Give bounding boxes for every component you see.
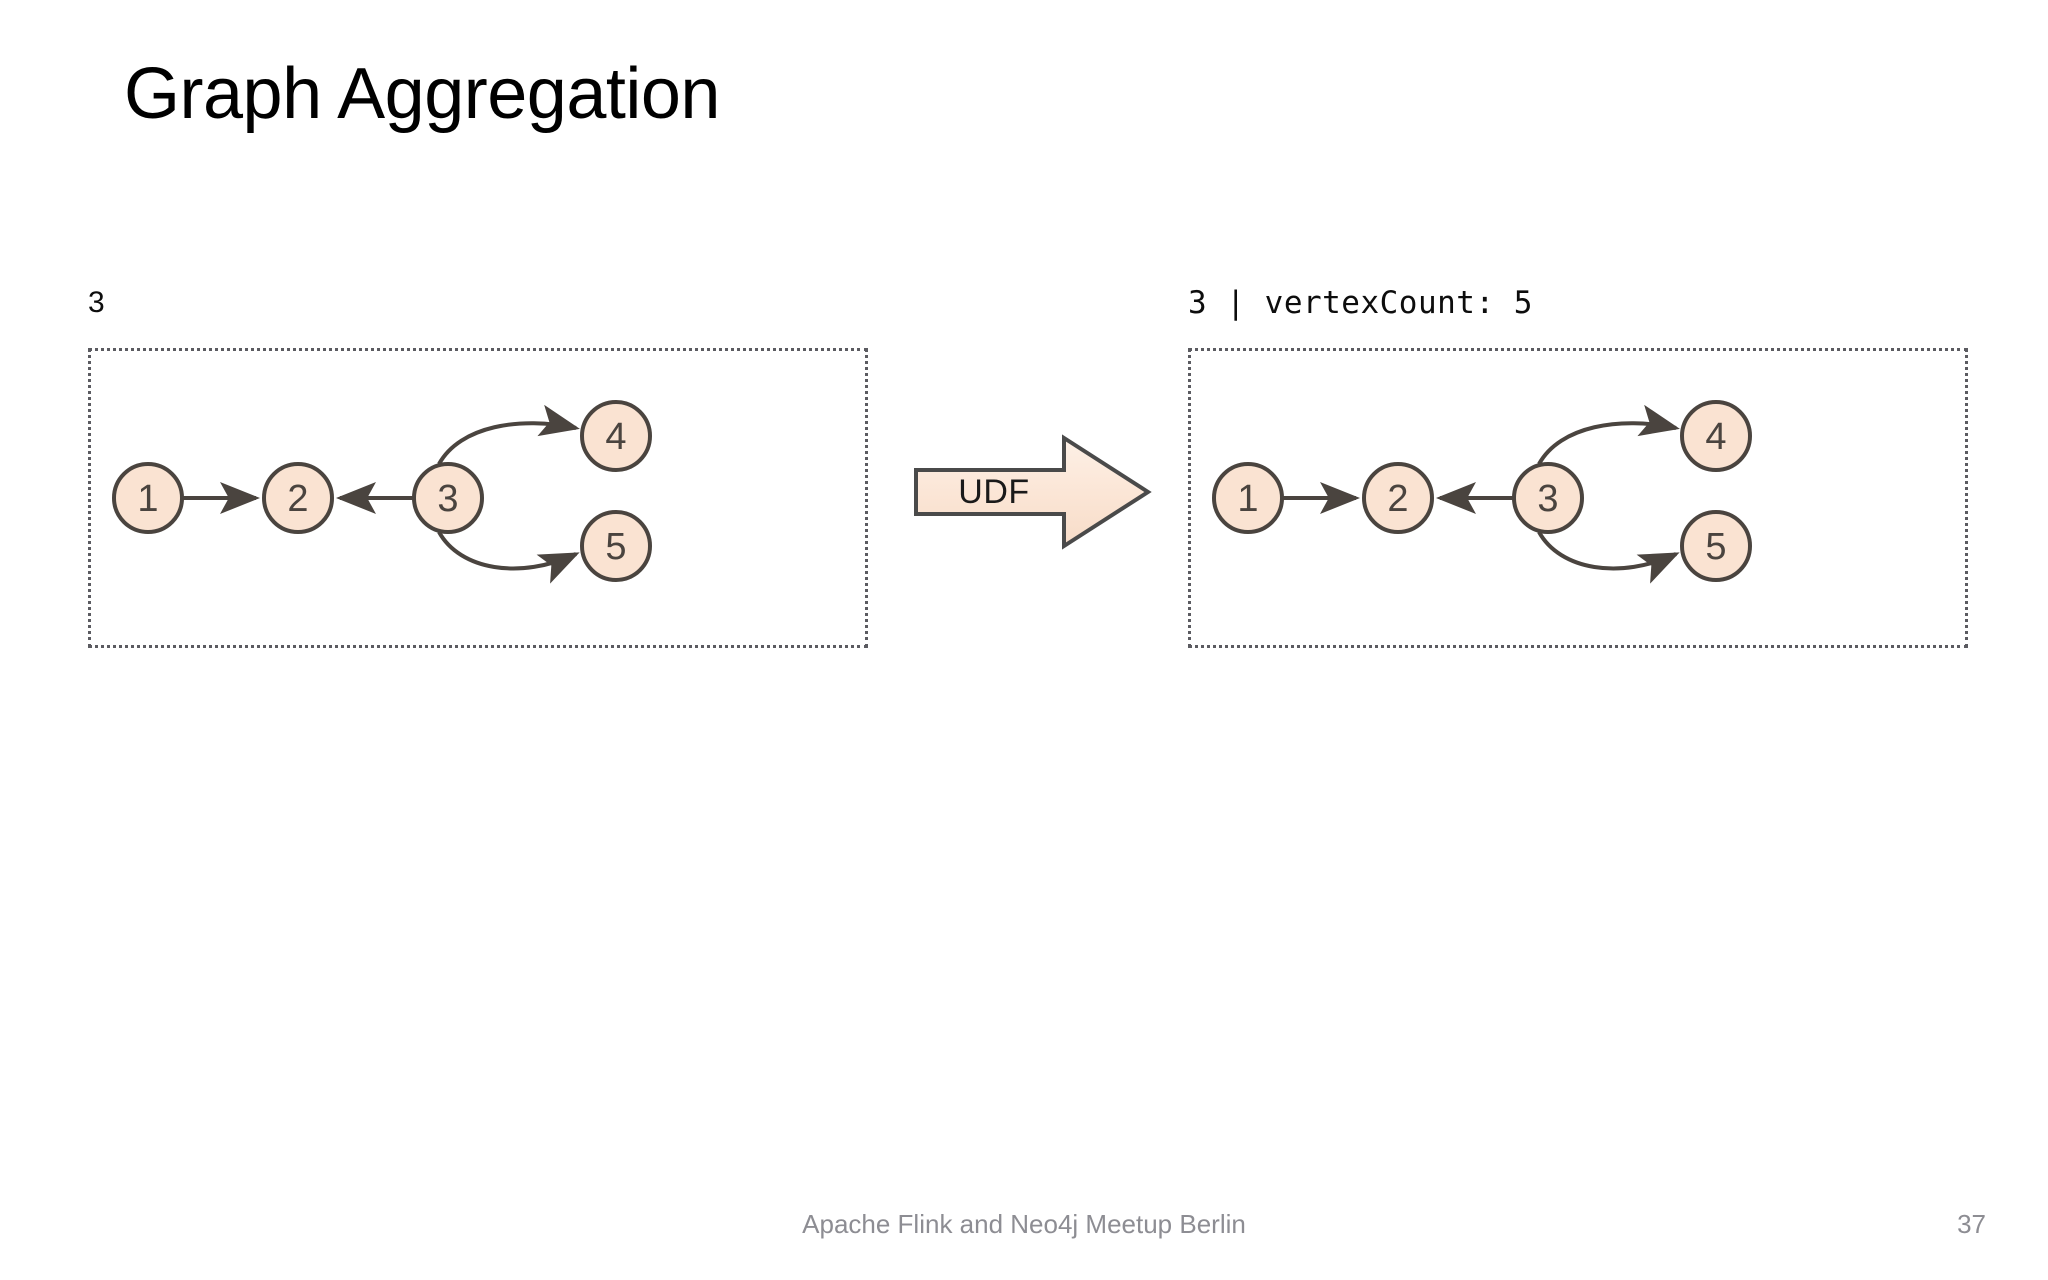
node-5[interactable]: 5 bbox=[1680, 510, 1752, 582]
node-4-label: 4 bbox=[1705, 416, 1726, 458]
node-5-label: 5 bbox=[605, 526, 626, 568]
node-1[interactable]: 1 bbox=[112, 462, 184, 534]
node-4[interactable]: 4 bbox=[1680, 400, 1752, 472]
node-1-label: 1 bbox=[1237, 478, 1258, 520]
node-1[interactable]: 1 bbox=[1212, 462, 1284, 534]
node-4[interactable]: 4 bbox=[580, 400, 652, 472]
udf-label: UDF bbox=[958, 472, 1030, 511]
node-3[interactable]: 3 bbox=[412, 462, 484, 534]
footer-label: Apache Flink and Neo4j Meetup Berlin bbox=[802, 1209, 1246, 1239]
edge-group bbox=[183, 404, 580, 584]
edge-3-to-4 bbox=[437, 404, 580, 465]
page-number: 37 bbox=[1957, 1209, 1986, 1239]
node-5[interactable]: 5 bbox=[580, 510, 652, 582]
node-2-label: 2 bbox=[1387, 478, 1408, 520]
input-graph-box bbox=[88, 348, 868, 648]
input-graph-label: 3 bbox=[88, 286, 105, 319]
output-graph-label: 3 | vertexCount: 5 bbox=[1188, 285, 1533, 321]
output-graph-panel: 3 | vertexCount: 5 1 2 3 bbox=[1188, 288, 1968, 648]
udf-arrow-icon bbox=[914, 434, 1152, 550]
edge-3-to-5 bbox=[437, 531, 580, 584]
node-4-label: 4 bbox=[605, 416, 626, 458]
input-graph-panel: 3 1 2 3 bbox=[88, 288, 868, 648]
node-group: 1 2 3 4 5 bbox=[112, 400, 652, 582]
node-5-label: 5 bbox=[1705, 526, 1726, 568]
node-3-label: 3 bbox=[1537, 478, 1558, 520]
output-graph-diagram: 1 2 3 4 5 bbox=[1212, 400, 1752, 584]
edge-group bbox=[1283, 404, 1680, 584]
node-2[interactable]: 2 bbox=[262, 462, 334, 534]
udf-transform-arrow[interactable]: UDF bbox=[912, 432, 1152, 552]
node-2[interactable]: 2 bbox=[1362, 462, 1434, 534]
node-3-label: 3 bbox=[437, 478, 458, 520]
output-graph-box bbox=[1188, 348, 1968, 648]
page-title: Graph Aggregation bbox=[124, 54, 720, 134]
edge-3-to-5 bbox=[1537, 531, 1680, 584]
node-group: 1 2 3 4 5 bbox=[1212, 400, 1752, 582]
edge-3-to-4 bbox=[1537, 404, 1680, 465]
node-1-label: 1 bbox=[137, 478, 158, 520]
input-graph-diagram: 1 2 3 4 5 bbox=[112, 400, 652, 584]
node-3[interactable]: 3 bbox=[1512, 462, 1584, 534]
node-2-label: 2 bbox=[287, 478, 308, 520]
